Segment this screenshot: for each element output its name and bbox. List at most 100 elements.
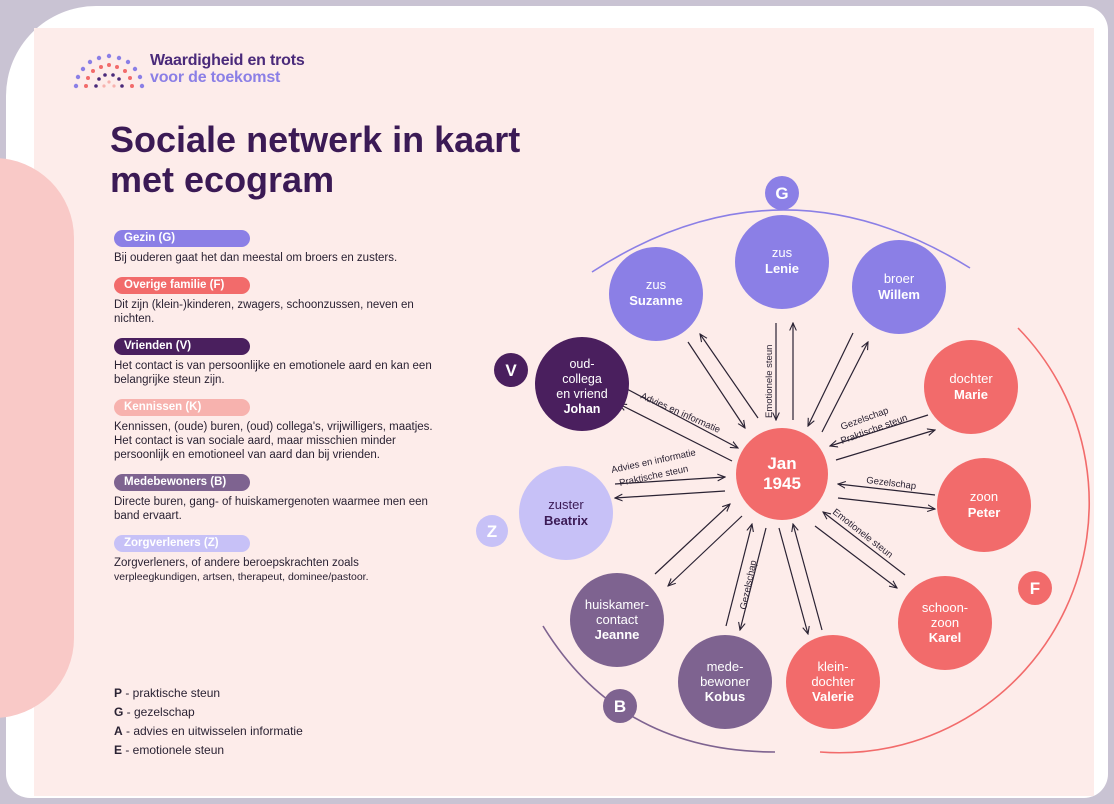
svg-text:Johan: Johan bbox=[564, 402, 601, 416]
arrow-kobus-in bbox=[740, 527, 767, 630]
legend-text-medebewoners: Directe buren, gang- of huiskamergenoten… bbox=[114, 496, 428, 522]
svg-text:Willem: Willem bbox=[878, 287, 920, 302]
arrow-marie-in bbox=[835, 430, 935, 461]
svg-text:B: B bbox=[614, 697, 626, 716]
node-marie[interactable]: dochter Marie bbox=[924, 340, 1018, 434]
node-beatrix[interactable]: zuster Beatrix bbox=[519, 466, 613, 560]
arrow-peter-out bbox=[838, 484, 936, 496]
arrow-willem-out bbox=[808, 332, 854, 426]
svg-text:G: G bbox=[775, 184, 788, 203]
arrow-peter-in bbox=[837, 497, 935, 509]
arrow-valerie-in bbox=[778, 527, 808, 634]
legend: Gezin (G) Bij ouderen gaat het dan meest… bbox=[114, 228, 444, 594]
arrow-johan-in bbox=[619, 404, 733, 462]
page-title: Sociale netwerk in kaart met ecogram bbox=[110, 119, 521, 200]
svg-text:zoon: zoon bbox=[931, 615, 959, 630]
svg-text:Karel: Karel bbox=[929, 630, 962, 645]
arrow-johan-out bbox=[624, 387, 738, 448]
svg-text:1945: 1945 bbox=[763, 474, 801, 493]
arc-gezin bbox=[591, 209, 971, 273]
legend-text-vrienden: Het contact is van persoonlijke en emoti… bbox=[114, 360, 432, 386]
legend-pill-vrienden: Vrienden (V) bbox=[114, 338, 250, 355]
group-badge-f: F bbox=[1018, 571, 1052, 605]
svg-text:Z: Z bbox=[487, 522, 497, 541]
key-e: E - emotionele steun bbox=[114, 743, 225, 757]
arrow-karel-in bbox=[814, 525, 897, 588]
arrow-jeanne-out bbox=[654, 504, 730, 575]
group-badge-z: Z bbox=[476, 515, 508, 547]
key-a: A - advies en uitwisselen informatie bbox=[114, 724, 303, 738]
edge-label-johan: Advies en informatie bbox=[639, 391, 722, 436]
svg-text:Marie: Marie bbox=[954, 387, 988, 402]
legend-text-kennissen: Kennissen, (oude) buren, (oud) collega's… bbox=[114, 421, 433, 461]
arrow-willem-in bbox=[821, 342, 868, 433]
svg-text:huiskamer-: huiskamer- bbox=[585, 597, 649, 612]
arrow-suzanne-out bbox=[687, 341, 745, 428]
legend-pill-familie: Overige familie (F) bbox=[114, 277, 250, 294]
logo-text: Waardigheid en trots voor de toekomst bbox=[150, 52, 305, 86]
legend-text-familie: Dit zijn (klein-)kinderen, zwagers, scho… bbox=[114, 299, 414, 325]
arrow-marie-out bbox=[830, 414, 929, 446]
svg-text:zus: zus bbox=[646, 277, 667, 292]
svg-text:oud-: oud- bbox=[569, 357, 594, 371]
node-center-jan[interactable]: Jan 1945 bbox=[736, 428, 828, 520]
node-suzanne[interactable]: zus Suzanne bbox=[609, 247, 703, 341]
node-valerie[interactable]: klein- dochter Valerie bbox=[786, 635, 880, 729]
arrow-beatrix-out bbox=[614, 477, 725, 485]
svg-text:schoon-: schoon- bbox=[922, 600, 968, 615]
decorative-arc bbox=[0, 158, 74, 718]
arrow-jeanne-in bbox=[668, 515, 743, 586]
legend-text-zorgverleners-1: Zorgverleners, of andere beroepskrachten… bbox=[114, 557, 359, 569]
arrow-karel-out bbox=[823, 512, 906, 576]
svg-text:Jeanne: Jeanne bbox=[595, 627, 640, 642]
svg-text:contact: contact bbox=[596, 612, 638, 627]
group-badge-b: B bbox=[603, 689, 637, 723]
svg-text:klein-: klein- bbox=[817, 659, 848, 674]
svg-text:zuster: zuster bbox=[548, 497, 584, 512]
edge-label-lenie: Emotionele steun bbox=[764, 345, 775, 418]
node-karel[interactable]: schoon- zoon Karel bbox=[898, 576, 992, 670]
key-g: G - gezelschap bbox=[114, 705, 195, 719]
group-badge-v: V bbox=[494, 353, 528, 387]
arrow-beatrix-in bbox=[615, 490, 726, 498]
svg-text:broer: broer bbox=[884, 271, 915, 286]
svg-text:bewoner: bewoner bbox=[700, 674, 751, 689]
svg-text:dochter: dochter bbox=[949, 371, 993, 386]
logo-line-2: voor de toekomst bbox=[150, 69, 281, 86]
svg-text:F: F bbox=[1030, 579, 1040, 598]
edge-label-karel: Emotionele steun bbox=[830, 507, 895, 561]
svg-text:zus: zus bbox=[772, 245, 793, 260]
svg-text:en vriend: en vriend bbox=[556, 387, 607, 401]
svg-text:Lenie: Lenie bbox=[765, 261, 799, 276]
legend-pill-zorgverleners: Zorgverleners (Z) bbox=[114, 535, 250, 552]
connection-arrows bbox=[615, 323, 935, 634]
rainbow-dots-logo-icon bbox=[73, 53, 145, 89]
legend-text-gezin: Bij ouderen gaat het dan meestal om broe… bbox=[114, 252, 398, 264]
node-johan[interactable]: oud- collega en vriend Johan bbox=[535, 337, 629, 431]
svg-text:collega: collega bbox=[562, 372, 602, 386]
arrow-kobus-out bbox=[725, 524, 752, 627]
svg-text:dochter: dochter bbox=[811, 674, 855, 689]
node-kobus[interactable]: mede- bewoner Kobus bbox=[678, 635, 772, 729]
node-willem[interactable]: broer Willem bbox=[852, 240, 946, 334]
abbreviation-keys: P - praktische steun G - gezelschap A - … bbox=[114, 684, 303, 760]
svg-text:Suzanne: Suzanne bbox=[629, 293, 682, 308]
arrow-valerie-out bbox=[793, 524, 823, 631]
node-lenie[interactable]: zus Lenie bbox=[735, 215, 829, 309]
svg-text:Beatrix: Beatrix bbox=[544, 513, 589, 528]
svg-text:mede-: mede- bbox=[707, 659, 744, 674]
node-peter[interactable]: zoon Peter bbox=[937, 458, 1031, 552]
svg-text:Peter: Peter bbox=[968, 505, 1001, 520]
legend-pill-kennissen: Kennissen (K) bbox=[114, 399, 250, 416]
legend-text-zorgverleners: Zorgverleners, of andere beroepskrachten… bbox=[114, 556, 444, 584]
svg-text:Kobus: Kobus bbox=[705, 689, 745, 704]
key-p: P - praktische steun bbox=[114, 686, 221, 700]
legend-pill-medebewoners: Medebewoners (B) bbox=[114, 474, 250, 491]
legend-pill-gezin: Gezin (G) bbox=[114, 230, 250, 247]
svg-text:Jan: Jan bbox=[767, 454, 796, 473]
arc-medebewoners bbox=[542, 625, 776, 753]
node-jeanne[interactable]: huiskamer- contact Jeanne bbox=[570, 573, 664, 667]
arc-familie bbox=[819, 327, 1090, 754]
logo-line-1: Waardigheid en trots bbox=[150, 52, 305, 69]
